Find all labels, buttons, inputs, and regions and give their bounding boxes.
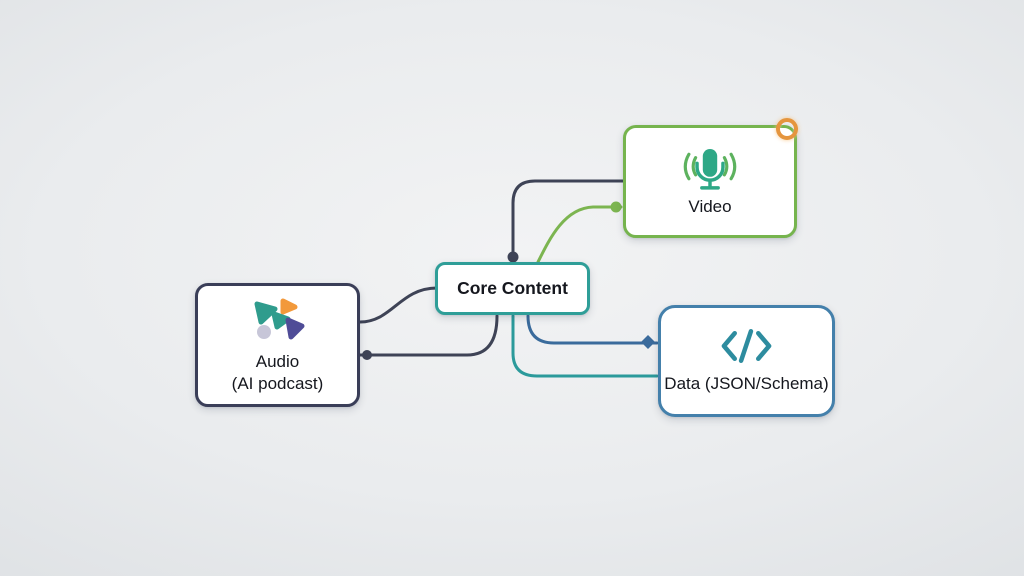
- code-bracket-left: [721, 330, 737, 361]
- code-icon: [721, 328, 772, 363]
- mic-wave-right-outer: [729, 153, 737, 181]
- microphone-icon: [683, 149, 737, 191]
- audio-logo-icon: [254, 298, 304, 340]
- mic-wave-left-outer: [683, 153, 691, 181]
- node-core-content-label: Core Content: [457, 278, 568, 299]
- node-audio[interactable]: Audio (AI podcast): [195, 283, 360, 407]
- edge-audio-to-core-upper[interactable]: [358, 286, 439, 324]
- logo-triangle-indigo: [285, 317, 304, 340]
- port-video-left[interactable]: [610, 201, 622, 213]
- node-core-content[interactable]: Core Content: [435, 262, 590, 315]
- node-audio-label: Audio: [255, 351, 300, 371]
- logo-triangle-teal-middle: [271, 311, 290, 330]
- logo-circle-lavender: [256, 324, 271, 339]
- code-slash: [738, 328, 754, 363]
- highlight-ring[interactable]: [776, 118, 798, 140]
- mic-wave-left-inner: [691, 156, 698, 177]
- node-data[interactable]: Data (JSON/Schema): [658, 305, 835, 417]
- node-video-label: Video: [688, 197, 732, 217]
- mic-wave-right-inner: [722, 156, 729, 177]
- logo-triangle-orange: [280, 298, 297, 315]
- mic-capsule: [702, 149, 718, 178]
- edge-audio-to-core-lower[interactable]: [358, 314, 499, 357]
- edge-core-to-video-dark[interactable]: [511, 179, 626, 261]
- port-data-left-diamond[interactable]: [641, 335, 655, 349]
- edge-core-to-data-blue[interactable]: [526, 314, 659, 345]
- port-core-top[interactable]: [507, 251, 519, 263]
- edge-core-to-video-green[interactable]: [536, 205, 623, 264]
- logo-triangle-teal-top: [254, 301, 277, 325]
- node-video[interactable]: Video: [623, 125, 797, 238]
- edge-core-to-data-teal[interactable]: [511, 314, 659, 378]
- port-audio-right[interactable]: [362, 350, 372, 360]
- code-bracket-right: [756, 330, 772, 361]
- node-audio-sublabel: (AI podcast): [231, 374, 324, 393]
- node-data-label: Data (JSON/Schema): [664, 373, 829, 393]
